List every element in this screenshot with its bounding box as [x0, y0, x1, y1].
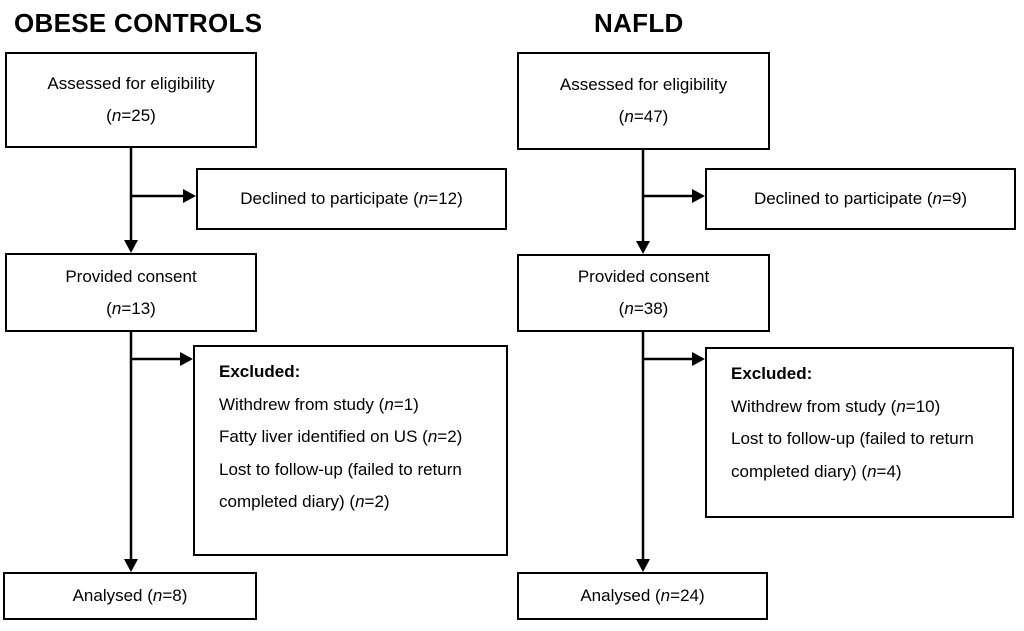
- nafld-arrowhead-excluded: [692, 352, 705, 366]
- box-nafld-assessed: Assessed for eligibility (n=47): [517, 52, 770, 150]
- box-nafld-declined: Declined to participate (n=9): [705, 168, 1016, 230]
- nafld-arrowhead-declined: [692, 189, 705, 203]
- nafld-arrowhead-analysed: [636, 559, 650, 572]
- box-nafld-analysed: Analysed (n=24): [517, 572, 768, 620]
- box-obese-consent: Provided consent (n=13): [5, 253, 257, 332]
- assessed-n-value: (n=25): [106, 106, 156, 125]
- box-obese-excluded: Excluded: Withdrew from study (n=1) Fatt…: [193, 345, 508, 556]
- column-title-nafld: NAFLD: [594, 8, 684, 38]
- box-nafld-excluded: Excluded: Withdrew from study (n=10) Los…: [705, 347, 1014, 518]
- consent-label: Provided consent: [577, 267, 710, 286]
- assessed-label: Assessed for eligibility: [559, 75, 728, 94]
- assessed-label: Assessed for eligibility: [47, 74, 215, 93]
- box-nafld-consent: Provided consent (n=38): [517, 254, 770, 332]
- excluded-item-withdrew: Withdrew from study (n=1): [219, 394, 419, 414]
- box-obese-assessed: Assessed for eligibility (n=25): [5, 52, 257, 148]
- obese-arrowhead-analysed: [124, 559, 138, 572]
- excluded-item-fatty-liver: Fatty liver identified on US (n=2): [219, 427, 463, 446]
- excluded-heading: Excluded:: [219, 362, 301, 381]
- obese-connectors: [124, 148, 196, 572]
- declined-label: Declined to participate (n=9): [753, 189, 968, 208]
- obese-arrowhead-excluded: [180, 352, 193, 366]
- box-obese-declined: Declined to participate (n=12): [196, 168, 507, 230]
- obese-arrowhead-consent: [124, 240, 138, 253]
- analysed-label: Analysed (n=24): [580, 586, 705, 605]
- nafld-arrowhead-consent: [636, 241, 650, 254]
- box-obese-analysed: Analysed (n=8): [3, 572, 257, 620]
- analysed-label: Analysed (n=8): [72, 586, 188, 605]
- consent-label: Provided consent: [65, 266, 197, 286]
- excluded-item-withdrew: Withdrew from study (n=10): [731, 396, 941, 416]
- excluded-heading: Excluded:: [731, 364, 813, 383]
- consent-n-value: (n=13): [106, 298, 156, 318]
- consent-n-value: (n=38): [618, 299, 669, 318]
- nafld-connectors: [636, 150, 705, 572]
- obese-arrowhead-declined: [183, 189, 196, 203]
- declined-label: Declined to participate (n=12): [240, 189, 463, 208]
- column-title-obese-controls: OBESE CONTROLS: [14, 8, 263, 38]
- excluded-item-lost-followup: Lost to follow-up (failed to return comp…: [219, 459, 462, 512]
- excluded-item-lost-followup: Lost to follow-up (failed to return comp…: [731, 429, 974, 481]
- assessed-n-value: (n=47): [618, 107, 669, 126]
